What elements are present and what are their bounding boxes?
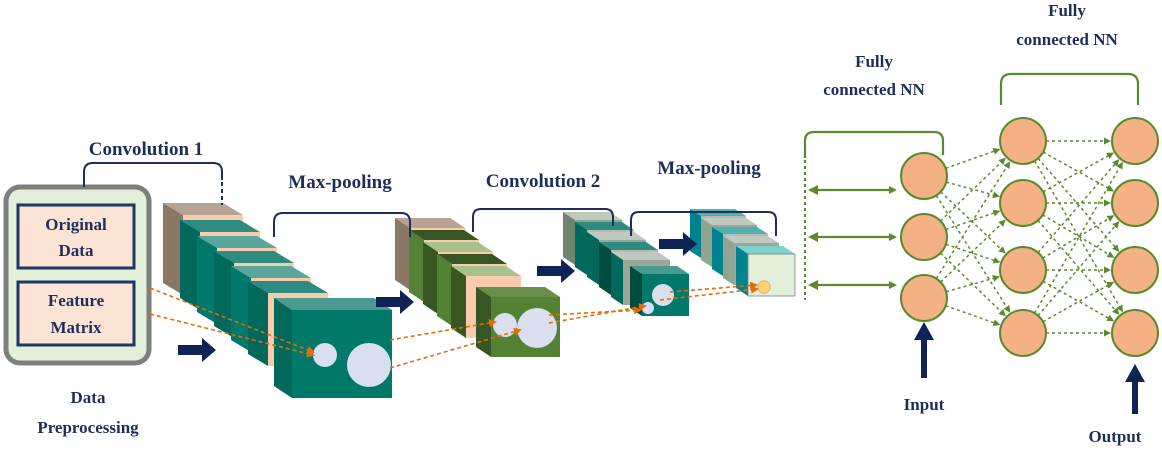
fc-connection	[1037, 159, 1120, 254]
input-label: Input	[904, 395, 945, 414]
maxpool1-field-large	[517, 308, 557, 348]
data-preprocessing-label-line1: Data	[71, 388, 106, 407]
flow-arrow-4	[659, 232, 697, 256]
fc-connection	[935, 161, 1011, 279]
fc2-label-line1: Fully	[1048, 1, 1086, 20]
projection-arrows	[149, 281, 759, 369]
convolution1-label: Convolution 1	[89, 139, 204, 160]
convolution2-label: Convolution 2	[486, 171, 601, 192]
hidden-neuron	[999, 309, 1047, 357]
fc-connection	[1037, 219, 1120, 315]
feature-matrix-label-line2: Matrix	[51, 318, 102, 337]
maxpool2-pooled-value	[757, 280, 771, 294]
fc1-label-line1: Fully	[855, 52, 893, 71]
maxpool2-label: Max-pooling	[657, 158, 761, 179]
flow-arrow-3	[537, 259, 575, 283]
original-data-box	[16, 203, 136, 270]
fc-connection	[945, 304, 1001, 326]
flow-arrow-1	[178, 338, 216, 362]
conv1-receptive-field-large	[347, 343, 391, 387]
fc-connection	[1037, 221, 1120, 317]
fc-connection	[1042, 215, 1115, 259]
fc-connection	[1042, 151, 1114, 192]
fc-connection	[1037, 157, 1120, 252]
output-neuron	[1111, 117, 1159, 165]
stage-brackets	[83, 162, 777, 237]
convolution2-stack	[563, 212, 689, 316]
output-label: Output	[1089, 427, 1142, 446]
fc-connection	[1042, 280, 1115, 322]
feature-matrix-box	[16, 280, 136, 347]
fc-connection	[945, 148, 1001, 170]
fc-connection	[946, 181, 1000, 199]
input-neuron	[900, 213, 948, 261]
data-preprocessing-block: Original Data Feature Matrix Data Prepro…	[3, 184, 152, 437]
hidden-layer	[999, 117, 1047, 357]
fc-connection	[939, 157, 1006, 222]
fc-connection	[940, 191, 1006, 254]
conv2-field-large	[652, 284, 674, 306]
fc-connection	[939, 252, 1006, 317]
input-neuron	[900, 152, 948, 200]
convolution1-stack	[163, 203, 392, 398]
original-data-label-line2: Data	[59, 241, 94, 260]
output-neuron	[1111, 246, 1159, 294]
hidden-neuron	[999, 117, 1047, 165]
fc-connection	[935, 195, 1011, 313]
maxpool1-field-small	[493, 313, 517, 337]
maxpool2-feature-map	[747, 253, 796, 297]
conv2-field-small	[642, 302, 654, 314]
feature-matrix-label-line1: Feature	[48, 291, 105, 310]
hidden-neuron	[999, 246, 1047, 294]
conv1-receptive-field-small	[313, 343, 337, 367]
input-neuron	[900, 274, 948, 322]
output-neuron	[1111, 179, 1159, 227]
fc-connection	[940, 219, 1006, 283]
output-layer	[1111, 117, 1159, 357]
fc-connection	[1042, 152, 1114, 193]
flow-arrows	[178, 232, 697, 362]
fc1-label-line2: connected NN	[823, 80, 925, 99]
maxpool1-label: Max-pooling	[288, 172, 392, 193]
flow-arrow-2	[376, 290, 414, 314]
original-data-label-line1: Original	[45, 215, 107, 234]
output-arrow	[1125, 364, 1145, 414]
maxpool2-stack	[690, 209, 796, 297]
fc2-label-line2: connected NN	[1016, 30, 1118, 49]
fc-connection	[1042, 281, 1115, 323]
hidden-neuron	[999, 179, 1047, 227]
fc-connections	[935, 137, 1124, 337]
output-neuron	[1111, 309, 1159, 357]
fc-connection	[1033, 161, 1124, 314]
data-preprocessing-label-line2: Preprocessing	[37, 418, 139, 437]
io-arrows	[914, 322, 1145, 414]
maxpool1-stack	[395, 218, 560, 357]
input-connectors	[808, 185, 897, 290]
input-arrow	[914, 322, 934, 378]
input-layer	[900, 152, 948, 322]
fc-connection	[1042, 214, 1115, 258]
